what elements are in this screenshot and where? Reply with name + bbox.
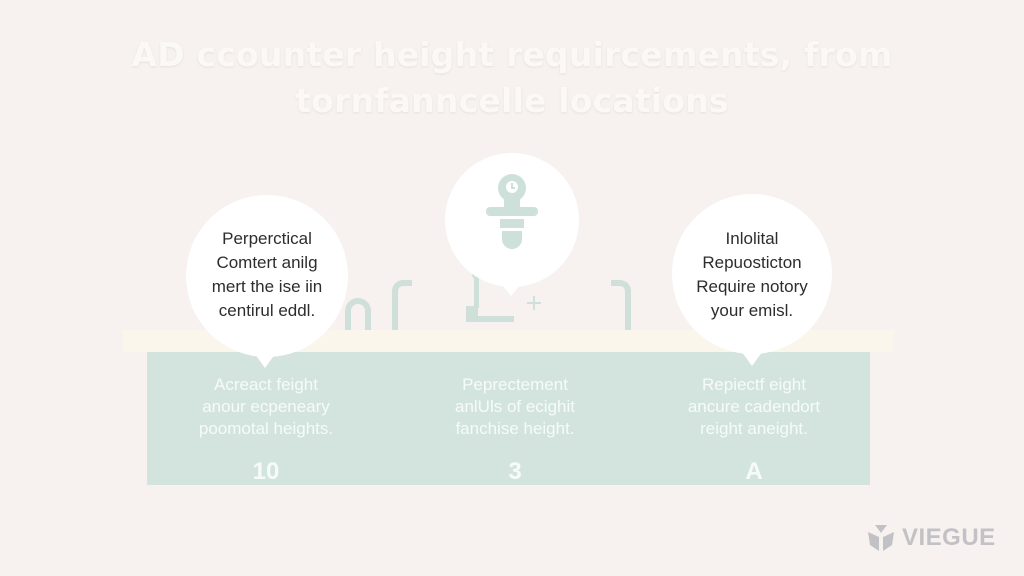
- column-1-value: 10: [252, 458, 280, 485]
- bubble-right-line-3: Require notory: [696, 277, 808, 296]
- counter-column-2: Peprectement anlUls of ecighit fanchise …: [395, 374, 635, 487]
- faucet-hook-left-icon: [392, 280, 412, 342]
- column-3-line-3: reight aneight.: [700, 419, 808, 438]
- faucet-hook-right-icon: [611, 280, 631, 342]
- column-2-line-3: fanchise height.: [455, 419, 575, 438]
- brand-logo: VIEGUE: [866, 522, 996, 554]
- bubble-center-tail: [498, 280, 524, 296]
- column-1-line-2: anour ecpeneary: [202, 397, 330, 416]
- bubble-right-line-1: Inlolital: [725, 229, 779, 248]
- column-3-line-2: ancure cadendort: [687, 397, 821, 416]
- pacifier-clock-icon: [486, 174, 538, 249]
- page-title: AD ccounter height requircements, from t…: [0, 32, 1024, 124]
- column-2-line-1: Peprectement: [462, 375, 568, 394]
- brand-logo-text: VIEGUE: [902, 524, 996, 551]
- bubble-right-line-4: your emisl.: [710, 301, 794, 320]
- column-1-line-1: Acreact feight: [214, 375, 318, 394]
- title-line-1: AD ccounter height requircements, from: [131, 35, 893, 74]
- speech-bubble-center: [445, 153, 579, 287]
- bubble-left-line-4: centirul eddl.: [218, 301, 316, 320]
- counter-body: [147, 352, 870, 485]
- bubble-right-tail: [739, 348, 765, 366]
- faucet-arch-icon: [345, 298, 371, 344]
- speech-bubble-right: Inlolital Repuosticton Require notory yo…: [672, 194, 832, 354]
- column-1-line-3: poomotal heights.: [198, 419, 334, 438]
- bubble-left-tail: [252, 350, 278, 368]
- leaf-shield-icon: [868, 525, 894, 551]
- column-3-line-1: Repiectf eight: [702, 375, 806, 394]
- counter-column-1: Acreact feight anour ecpeneary poomotal …: [146, 374, 386, 487]
- counter-column-3: Repiectf eight ancure cadendort reight a…: [634, 374, 874, 487]
- title-line-2: tornfanncelle locations: [295, 81, 729, 120]
- speech-bubble-left: Perperctical Comtert anilg mert the ise …: [186, 195, 348, 357]
- bubble-right-line-2: Repuosticton: [702, 253, 802, 272]
- bubble-left-line-2: Comtert anilg: [216, 253, 318, 272]
- plus-icon: [527, 296, 541, 310]
- bubble-left-line-1: Perperctical: [222, 229, 312, 248]
- column-2-line-2: anlUls of ecighit: [454, 397, 575, 416]
- column-2-value: 3: [508, 458, 522, 485]
- bubble-left-line-3: mert the ise iin: [211, 277, 323, 296]
- column-3-value: A: [745, 458, 763, 485]
